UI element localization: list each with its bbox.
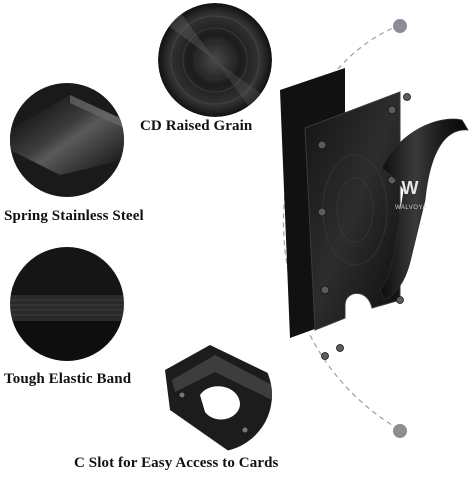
elastic-band-closeup-image xyxy=(10,247,124,361)
brand-logo-name: WALVOYA xyxy=(395,205,427,211)
feature-label-cd-grain: CD Raised Grain xyxy=(140,118,253,134)
wallet-front-plate xyxy=(304,91,401,331)
feature-label-spring-steel: Spring Stainless Steel xyxy=(4,208,144,224)
arc-endpoint-bottom-dot xyxy=(393,424,407,438)
wallet-spring-clip xyxy=(379,118,469,301)
feature-label-elastic-band: Tough Elastic Band xyxy=(4,371,132,387)
c-slot-closeup-image xyxy=(158,338,272,452)
arc-endpoint-top-dot xyxy=(393,19,407,33)
cd-grain-closeup-image xyxy=(158,3,272,117)
wallet-product-image: W WALVOYA xyxy=(280,68,469,360)
spring-clip-closeup-image xyxy=(10,83,124,197)
dashed-connector-arc xyxy=(282,19,407,438)
feature-label-c-slot: C Slot for Easy Access to Cards xyxy=(74,455,279,471)
brand-logo-mark: W xyxy=(402,178,419,198)
